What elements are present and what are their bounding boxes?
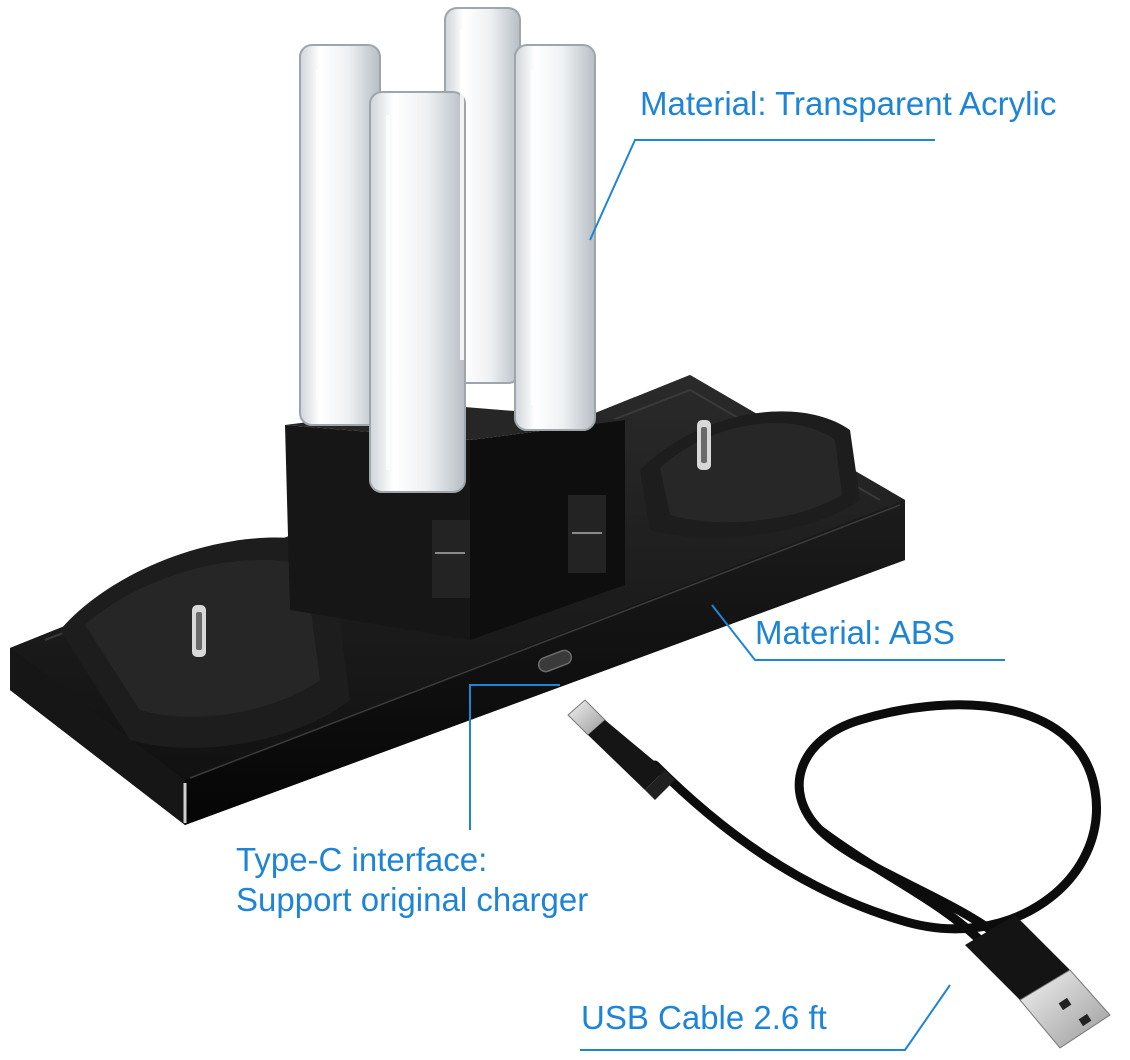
usb-a-plug [965, 915, 1111, 1049]
acrylic-stands [299, 7, 596, 493]
usb-cable-label-text: USB Cable 2.6 ft [581, 999, 827, 1036]
right-controller-cradle [640, 411, 860, 538]
usb-cable-label: USB Cable 2.6 ft [581, 998, 827, 1038]
abs-material-label: Material: ABS [755, 613, 955, 653]
typec-callout-line [469, 684, 560, 830]
type-c-label-line1: Type-C interface: [236, 841, 488, 878]
left-controller-cradle [60, 537, 350, 748]
usb-callout-line [580, 984, 951, 1051]
usb-cable [650, 700, 1101, 950]
type-c-label-line2: Support original charger [236, 880, 589, 918]
type-c-interface-label: Type-C interface: Support original charg… [236, 840, 588, 919]
callout-lines [469, 139, 1005, 1051]
acrylic-label-text: Material: Transparent Acrylic [640, 85, 1057, 122]
acrylic-material-label: Material: Transparent Acrylic [640, 84, 1056, 124]
usb-c-plug [567, 699, 675, 800]
acrylic-callout-line [589, 139, 935, 241]
type-c-port [537, 649, 573, 673]
abs-label-text: Material: ABS [755, 614, 955, 651]
abs-callout-line [711, 604, 1005, 661]
